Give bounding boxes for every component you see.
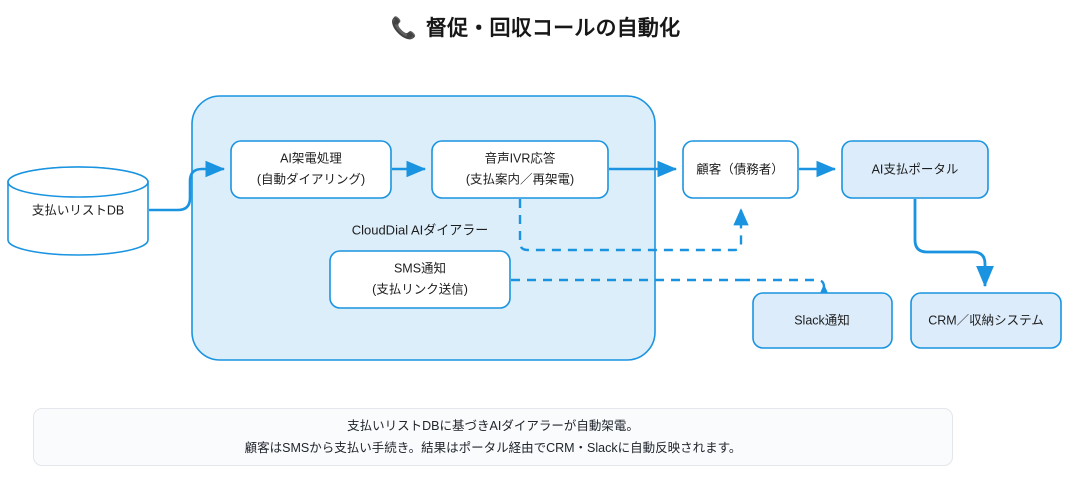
page-title-text: 督促・回収コールの自動化 [425, 17, 681, 40]
node-sms-notice-label-line1: SMS通知 [394, 261, 446, 275]
node-customer-label: 顧客（債務者） [696, 161, 784, 176]
caption-panel: 支払いリストDBに基づきAIダイアラーが自動架電。 顧客はSMSから支払い手続き… [33, 408, 953, 466]
node-voice-ivr-label-line2: (支払案内／再架電) [466, 171, 574, 186]
node-voice-ivr-label-line1: 音声IVR応答 [485, 150, 556, 165]
node-payment-portal-label: AI支払ポータル [872, 162, 959, 176]
clouddial-ai-dialer-group-label: CloudDial AIダイアラー [352, 222, 489, 237]
node-ai-call-label-line1: AI架電処理 [280, 151, 342, 165]
node-slack-notice-label: Slack通知 [794, 313, 850, 327]
edge-sms-branch-to-slack-dashed [741, 278, 832, 302]
node-sms-notice-label-line2: (支払リンク送信) [372, 281, 468, 296]
node-ai-call-label-line2: (自動ダイアリング) [257, 171, 365, 186]
caption-line-2: 顧客はSMSから支払い手続き。結果はポータル経由でCRM・Slackに自動反映さ… [244, 440, 742, 455]
payment-list-db: 支払いリストDB [7, 166, 149, 256]
page-title: 📞 督促・回収コールの自動化 [0, 12, 1071, 42]
node-payment-portal[interactable]: AI支払ポータル [841, 140, 989, 199]
node-ai-call[interactable]: AI架電処理 (自動ダイアリング) [230, 140, 392, 199]
edge-db-to-ai-call [149, 160, 226, 212]
node-slack-notice[interactable]: Slack通知 [752, 292, 893, 349]
telephone-receiver-icon: 📞 [390, 16, 417, 40]
node-sms-notice[interactable]: SMS通知 (支払リンク送信) [329, 250, 511, 309]
payment-list-db-label: 支払いリストDB [32, 203, 124, 217]
node-crm-system-label: CRM／収納システム [928, 313, 1044, 327]
caption-line-1: 支払いリストDBに基づきAIダイアラーが自動架電。 [347, 418, 639, 433]
edge-payment-portal-to-crm [913, 199, 994, 288]
node-voice-ivr[interactable]: 音声IVR応答 (支払案内／再架電) [431, 140, 609, 199]
node-crm-system[interactable]: CRM／収納システム [910, 292, 1062, 349]
node-customer[interactable]: 顧客（債務者） [682, 140, 799, 199]
